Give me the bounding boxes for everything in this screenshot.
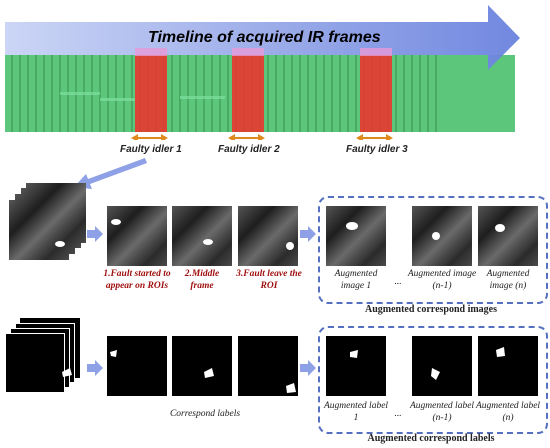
augmented-label-1: [326, 336, 386, 396]
augmented-labels-section-label: Augmented correspond labels: [367, 433, 495, 444]
fault-window-3: [360, 55, 392, 132]
streak: [180, 96, 225, 99]
augmented-label-caption-n-1: Augmented label (n-1): [409, 401, 475, 423]
augmented-image-1: [326, 206, 386, 266]
fault-window-1: [135, 55, 167, 132]
frame-stack-front: [9, 200, 69, 260]
timeline-diagram: [5, 5, 520, 140]
ellipsis: ...: [394, 277, 402, 287]
highlight-3: [360, 48, 392, 56]
idler-span-arrow-1: [131, 134, 168, 140]
streak: [60, 92, 100, 95]
highlight-1: [135, 48, 167, 56]
frame-caption-2: 2.Middle frame: [184, 269, 220, 291]
arrow-right-icon: [87, 226, 103, 242]
augmented-images-box: [318, 196, 548, 304]
timeline-title: Timeline of acquired IR frames: [148, 29, 381, 46]
label-thumb-2: [172, 336, 232, 396]
idler-span-arrow-2: [228, 134, 265, 140]
ellipsis: ...: [394, 409, 402, 419]
label-thumb-3: [238, 336, 298, 396]
augmented-label-n: [478, 336, 538, 396]
frame-thumb-2: [172, 206, 232, 266]
idler-label-3: Faulty idler 3: [346, 144, 408, 155]
frame-thumb-3: [238, 206, 298, 266]
idler-span-arrows: [131, 134, 393, 140]
highlight-2: [232, 48, 264, 56]
label-thumb-1: [107, 336, 167, 396]
arrow-right-icon: [300, 226, 316, 242]
augmented-label-n-1: [412, 336, 472, 396]
augmented-image-caption-n: Augmented image (n): [486, 269, 530, 291]
augmented-label-caption-1: Augmented label 1: [323, 401, 389, 423]
correspond-labels-caption: Correspond labels: [169, 409, 241, 419]
augmented-images-section-label: Augmented correspond images: [364, 304, 498, 315]
frame-caption-3: 3.Fault leave the ROI: [236, 269, 302, 291]
frame-caption-1: 1.Fault started to appear on ROIs: [103, 269, 171, 291]
augmented-image-n-1: [412, 206, 472, 266]
augmented-labels-box: [318, 326, 548, 434]
augmented-image-caption-n-1: Augmented image (n-1): [407, 269, 477, 291]
augmented-image-n: [478, 206, 538, 266]
augmented-label-caption-n: Augmented label (n): [475, 401, 541, 423]
arrow-right-icon: [300, 360, 316, 376]
augmented-image-caption-1: Augmented image 1: [334, 269, 378, 291]
fault-window-2: [232, 55, 264, 132]
idler-span-arrow-3: [356, 134, 393, 140]
label-stack-front: [5, 333, 65, 393]
idler-label-2: Faulty idler 2: [218, 144, 280, 155]
arrow-right-icon: [87, 360, 103, 376]
frame-thumb-1: [107, 206, 167, 266]
diagonal-arrow: [74, 158, 147, 189]
streak: [100, 98, 135, 101]
idler-label-1: Faulty idler 1: [120, 144, 182, 155]
